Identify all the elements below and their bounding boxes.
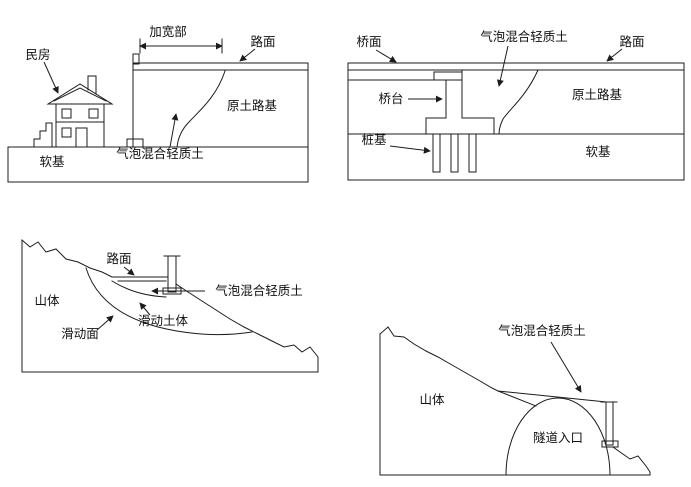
portal-wall [605, 401, 614, 446]
bridge-deck-leader-arrow [375, 49, 397, 63]
piles-leader-arrow [389, 145, 431, 154]
wall-footing [126, 138, 144, 148]
terrain-line-lower [175, 283, 319, 373]
terrain-line-upper [21, 239, 169, 278]
house-body [55, 103, 105, 148]
foam-soil-leader-arrow [496, 45, 509, 87]
house-window [61, 108, 72, 119]
section-box [347, 62, 685, 181]
label-pavement: 路面 [619, 34, 644, 49]
pile [432, 133, 441, 173]
soft-ground-block [7, 146, 309, 183]
label-foam-soil: 气泡混合轻质土 [215, 283, 303, 298]
girder-end [433, 71, 463, 81]
label-soft-ground: 软基 [39, 155, 65, 169]
label-house: 民房 [25, 47, 50, 62]
pavement-leader-arrow [239, 48, 256, 62]
retaining-wall [167, 255, 177, 293]
label-foam-soil: 气泡混合轻质土 [498, 323, 586, 338]
label-piles: 桩基 [361, 132, 387, 147]
fill-boundary-curve [498, 69, 539, 135]
pile [468, 133, 477, 173]
pavement-leader-arrow [606, 48, 623, 62]
pavement-leader-arrow [123, 266, 135, 276]
label-mountain: 山体 [34, 294, 60, 308]
portal-wall-footing [601, 440, 619, 448]
house-leader-arrow [43, 61, 59, 94]
house-chimney [87, 75, 97, 95]
foam-fill-boundary [111, 280, 167, 298]
label-foam-soil: 气泡混合轻质土 [116, 146, 204, 161]
label-pavement: 路面 [250, 34, 275, 49]
widening-dimension-ticks [139, 38, 223, 54]
house-door [75, 127, 88, 148]
house-roof-inner-line [53, 87, 107, 102]
slip-surface-curve [85, 267, 253, 336]
label-widened-section: 加宽部 [149, 24, 187, 39]
label-slip-surface: 滑动面 [61, 327, 99, 341]
embankment-outline [132, 62, 309, 148]
label-sliding-mass: 滑动土体 [138, 314, 189, 328]
diagram-bridge-abutment: 桥面 气泡混合轻质土 路面 桥台 原土路基 桩基 软基 [347, 29, 685, 181]
label-soft-ground: 软基 [585, 145, 611, 159]
label-bridge-deck: 桥面 [356, 35, 381, 49]
house-window [88, 108, 99, 119]
diagram-road-widening: 民房 加宽部 路面 原土路基 气泡混合轻质土 软基 [7, 24, 309, 183]
label-tunnel-entrance: 隧道入口 [533, 430, 583, 445]
foam-soil-leader-arrow [550, 341, 582, 393]
label-original-subgrade: 原土路基 [572, 87, 623, 102]
house-roof [46, 83, 114, 105]
diagram-slope-road: 路面 气泡混合轻质土 山体 滑动面 滑动土体 [21, 239, 319, 373]
terrain-line-right [612, 446, 651, 476]
fill-boundary-curve [176, 70, 226, 148]
sliding-mass-leader-arrow [139, 302, 151, 316]
house-window [61, 127, 72, 138]
section-edges [21, 239, 319, 373]
foam-fill-bottom-line [497, 390, 537, 407]
label-foam-soil: 气泡混合轻质土 [480, 29, 568, 44]
label-abutment: 桥台 [378, 91, 403, 106]
wall-parapet [132, 53, 140, 65]
foam-soil-leader-arrow [169, 113, 179, 148]
pile [450, 133, 459, 173]
label-mountain: 山体 [419, 393, 445, 407]
label-original-subgrade: 原土路基 [227, 98, 278, 113]
terrain-line [379, 326, 499, 392]
diagram-tunnel-portal: 气泡混合轻质土 山体 隧道入口 [379, 323, 651, 476]
label-pavement: 路面 [106, 251, 131, 266]
slip-surface-leader-arrow [96, 315, 114, 331]
section-edges [379, 333, 651, 476]
house-steps [33, 122, 53, 148]
foam-fill-top-line [497, 390, 607, 403]
